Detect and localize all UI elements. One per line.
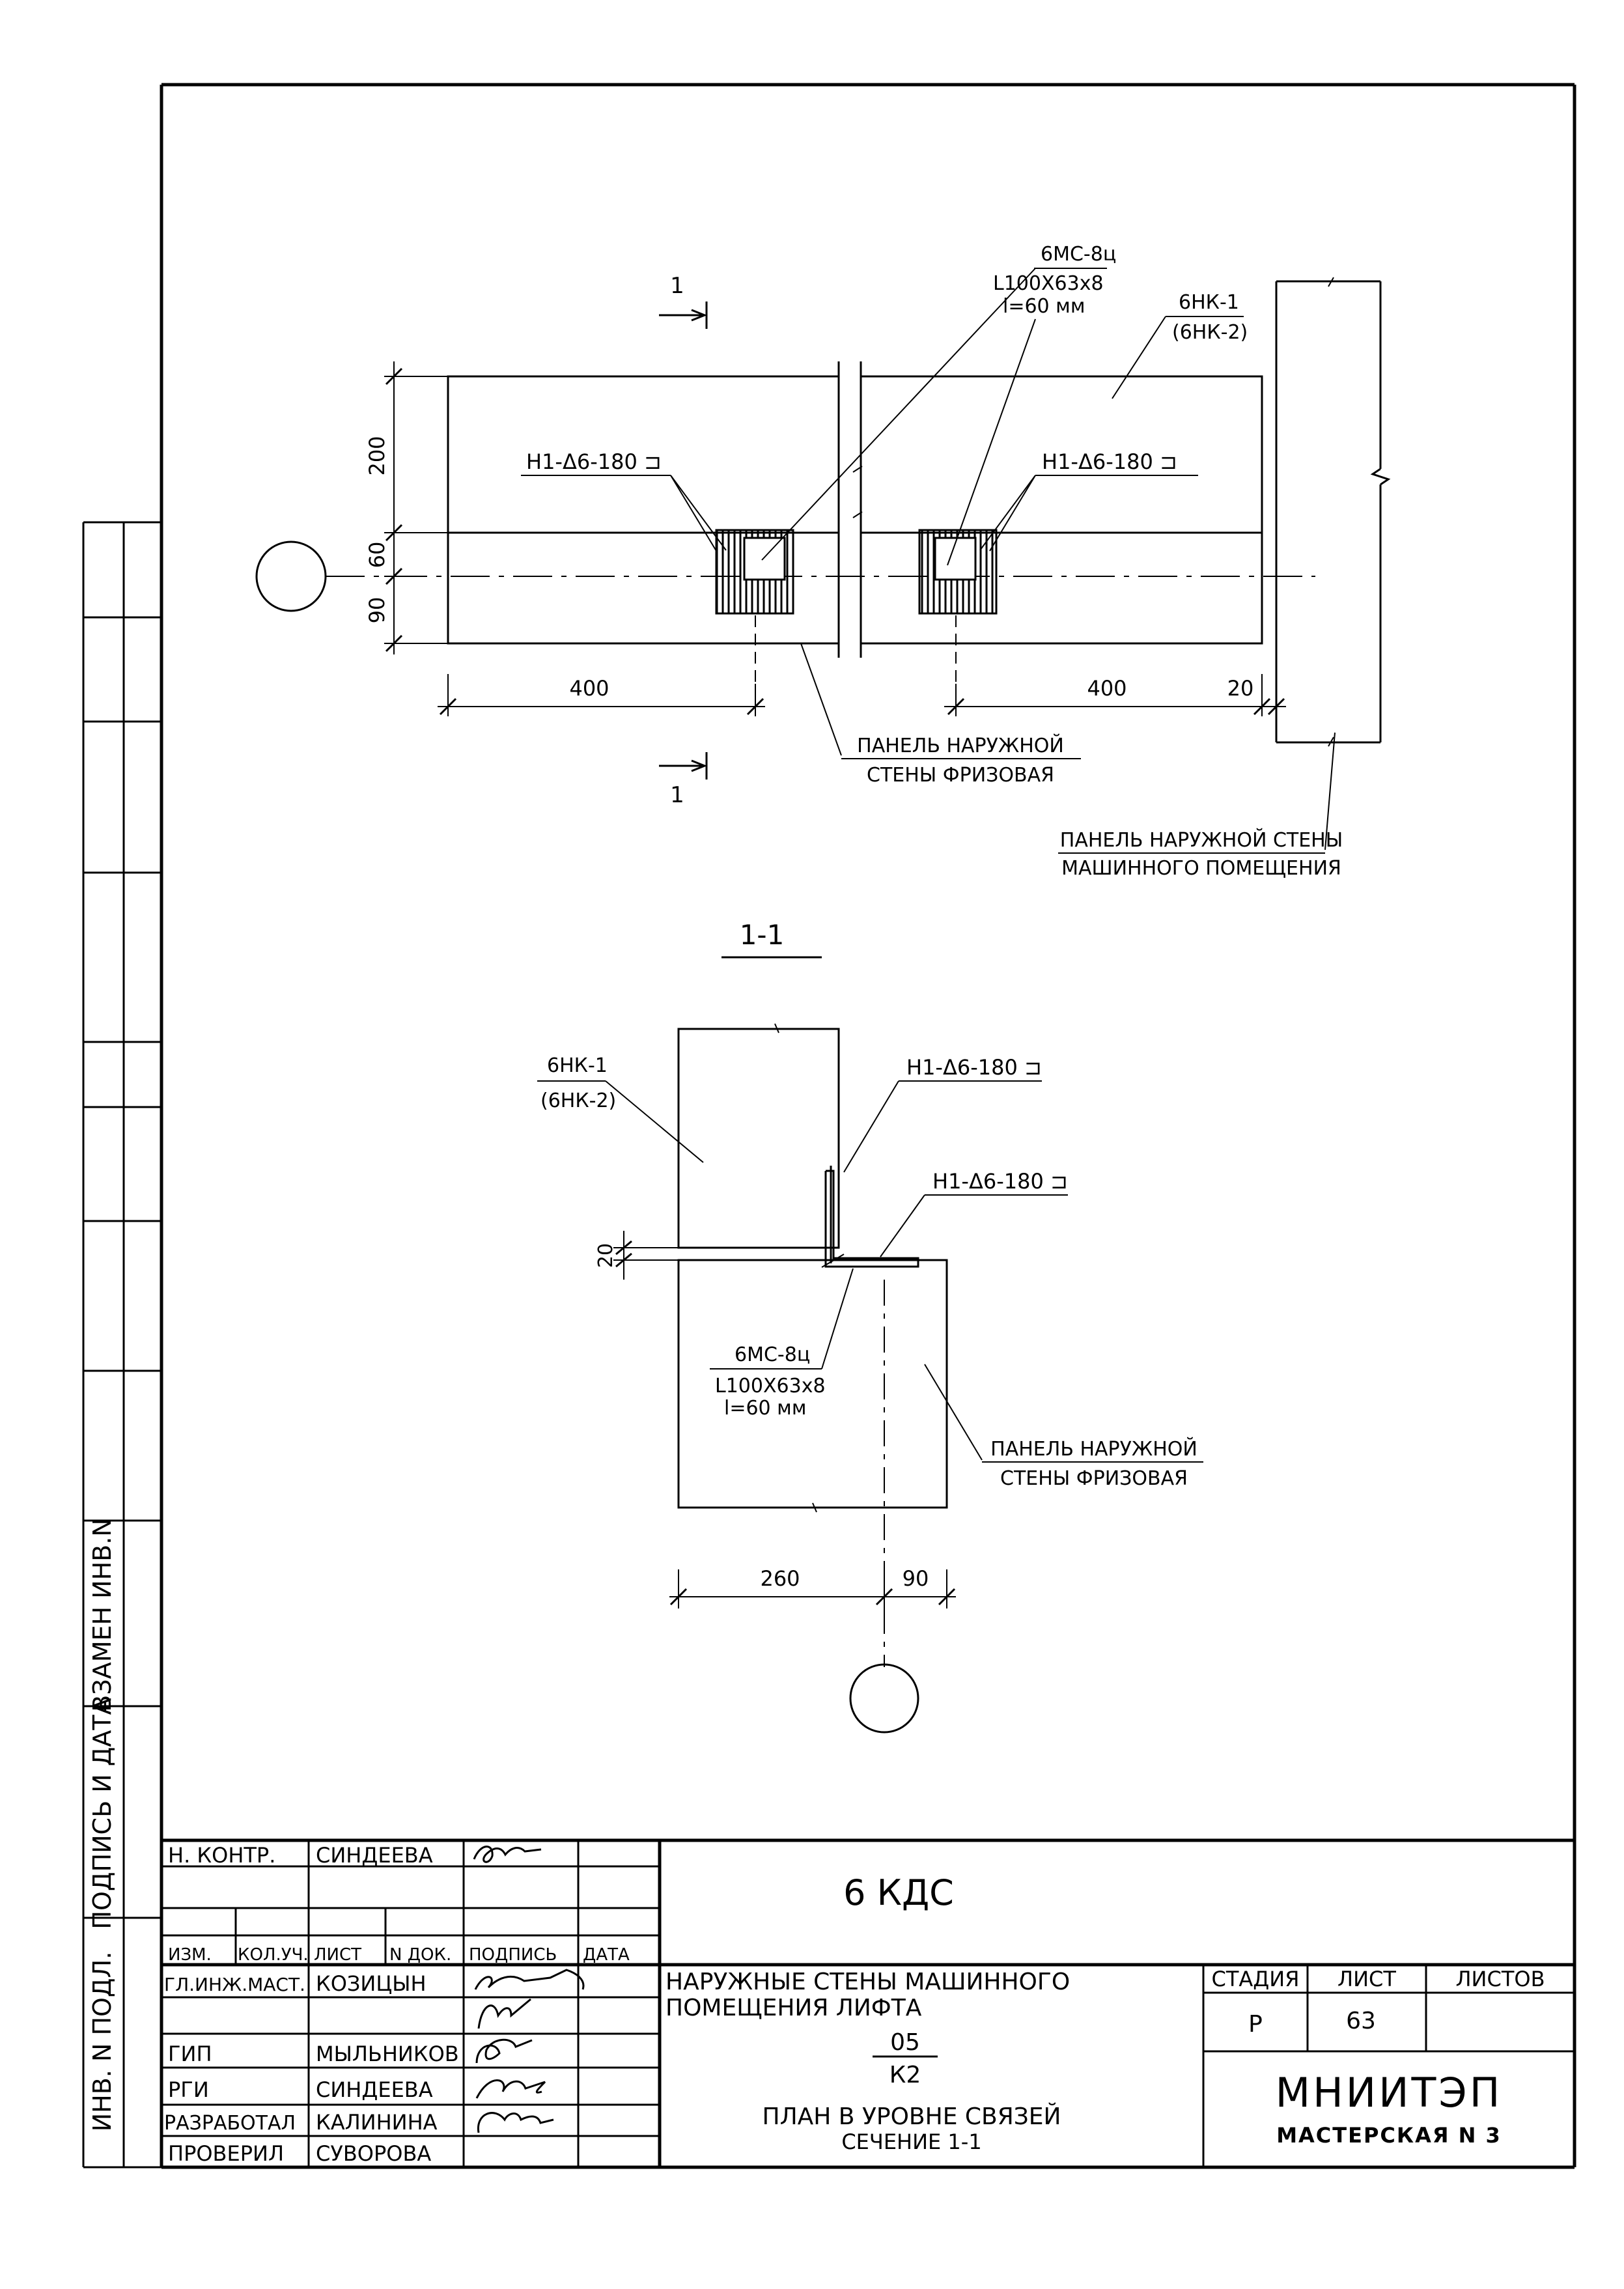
section-cut-bottom: 1 [659, 752, 708, 808]
tb-object-line1: НАРУЖНЫЕ СТЕНЫ МАШИННОГО [665, 1969, 1070, 1995]
tb-workshop: МАСТЕРСКАЯ N 3 [1276, 2123, 1502, 2148]
svg-text:1: 1 [670, 273, 684, 299]
tb-org: МНИИТЭП [1276, 2069, 1503, 2116]
svg-text:КОЗИЦЫН: КОЗИЦЫН [316, 1971, 427, 1996]
svg-text:МЫЛЬНИКОВ: МЫЛЬНИКОВ [316, 2042, 459, 2066]
svg-text:90: 90 [365, 597, 389, 624]
svg-text:400: 400 [569, 676, 609, 701]
side-stamp-inv: ИНВ. N ПОДЛ. [88, 1952, 117, 2132]
tb-sheet-title-line1: ПЛАН В УРОВНЕ СВЯЗЕЙ [763, 2103, 1061, 2130]
section-title: 1-1 [740, 919, 785, 951]
plan-panel-left [447, 375, 839, 645]
plan-axis-bubble [255, 541, 327, 612]
section-view: 1-1 Н1-Δ6-180 ⊐ Н1-Δ6-180 ⊐ [537, 919, 1203, 1734]
svg-text:l=60 мм: l=60 мм [1003, 295, 1085, 318]
tb-object-line2: ПОМЕЩЕНИЯ ЛИФТА [665, 1995, 922, 2021]
section-angle-steel [821, 1166, 919, 1268]
svg-text:L100X63x8: L100X63x8 [715, 1375, 826, 1397]
svg-text:ЛИСТОВ: ЛИСТОВ [1455, 1967, 1545, 1991]
tb-code: 6 КДС [843, 1872, 954, 1913]
svg-text:СТАДИЯ: СТАДИЯ [1212, 1967, 1300, 1991]
svg-text:(6НК-2): (6НК-2) [540, 1089, 616, 1112]
svg-text:ДАТА: ДАТА [583, 1945, 630, 1965]
plan-dim-horizontal: 400 400 20 [438, 674, 1286, 716]
svg-text:Н1-Δ6-180 ⊐: Н1-Δ6-180 ⊐ [1042, 449, 1177, 474]
svg-text:Н1-Δ6-180 ⊐: Н1-Δ6-180 ⊐ [932, 1169, 1068, 1194]
side-stamp: ВЗАМЕН ИНВ.N ПОДПИСЬ И ДАТА ИНВ. N ПОДЛ. [82, 521, 161, 2169]
svg-text:N ДОК.: N ДОК. [389, 1945, 451, 1965]
svg-text:МАШИННОГО ПОМЕЩЕНИЯ: МАШИННОГО ПОМЕЩЕНИЯ [1061, 857, 1341, 880]
tb-stage: Р [1248, 2011, 1263, 2038]
svg-text:СУВОРОВА: СУВОРОВА [316, 2141, 431, 2166]
plan-weld-left: Н1-Δ6-180 ⊐ [521, 449, 727, 552]
svg-text:ПАНЕЛЬ НАРУЖНОЙ: ПАНЕЛЬ НАРУЖНОЙ [857, 734, 1064, 757]
sheet-frame [160, 83, 1576, 2169]
plan-machine-room-panel [1275, 277, 1391, 747]
svg-text:l=60 мм: l=60 мм [724, 1397, 806, 1420]
svg-text:ПАНЕЛЬ НАРУЖНОЙ: ПАНЕЛЬ НАРУЖНОЙ [990, 1437, 1197, 1461]
tb-fraction-top: 05 [890, 2029, 920, 2056]
svg-text:ПРОВЕРИЛ: ПРОВЕРИЛ [168, 2141, 284, 2166]
svg-text:СТЕНЫ ФРИЗОВАЯ: СТЕНЫ ФРИЗОВАЯ [867, 764, 1054, 787]
tb-fraction-bottom: К2 [889, 2062, 921, 2088]
svg-text:20: 20 [1227, 676, 1254, 701]
section-weld-upper: Н1-Δ6-180 ⊐ [843, 1055, 1042, 1173]
plan-weld-right: Н1-Δ6-180 ⊐ [979, 449, 1198, 552]
section-dim-20: 20 [595, 1231, 679, 1280]
svg-text:6НК-1: 6НК-1 [547, 1054, 608, 1077]
svg-text:ЛИСТ: ЛИСТ [314, 1945, 361, 1965]
section-axis-bubble [849, 1663, 919, 1734]
svg-text:90: 90 [903, 1566, 929, 1591]
plan-panel-right [861, 375, 1263, 645]
section-callout-angle: 6МС-8ц L100X63x8 l=60 мм [710, 1268, 854, 1420]
svg-text:400: 400 [1087, 676, 1127, 701]
svg-text:Н1-Δ6-180 ⊐: Н1-Δ6-180 ⊐ [526, 449, 662, 474]
side-stamp-podpis: ПОДПИСЬ И ДАТА [88, 1698, 117, 1929]
tb-n-kontr-name: СИНДЕЕВА [316, 1843, 433, 1868]
svg-text:ГЛ.ИНЖ.МАСТ.: ГЛ.ИНЖ.МАСТ. [164, 1974, 305, 1995]
section-panel-lower [677, 1259, 948, 1509]
svg-text:КАЛИНИНА: КАЛИНИНА [316, 2110, 438, 2135]
svg-text:20: 20 [595, 1243, 617, 1268]
plan-label-machine-room: ПАНЕЛЬ НАРУЖНОЙ СТЕНЫ МАШИННОГО ПОМЕЩЕНИ… [1058, 732, 1343, 880]
svg-text:ПАНЕЛЬ НАРУЖНОЙ СТЕНЫ: ПАНЕЛЬ НАРУЖНОЙ СТЕНЫ [1060, 828, 1343, 852]
section-weld-lower: Н1-Δ6-180 ⊐ [880, 1169, 1068, 1257]
svg-text:Н1-Δ6-180 ⊐: Н1-Δ6-180 ⊐ [906, 1055, 1042, 1080]
svg-text:РАЗРАБОТАЛ: РАЗРАБОТАЛ [164, 2112, 296, 2135]
svg-text:РГИ: РГИ [168, 2077, 209, 2102]
tb-sheet-title-line2: СЕЧЕНИЕ 1-1 [841, 2129, 981, 2154]
plan-callout-angle: 6МС-8ц L100X63x8 l=60 мм [761, 243, 1116, 566]
svg-text:ЛИСТ: ЛИСТ [1337, 1967, 1396, 1991]
plan-view: 1 1 200 60 90 [255, 243, 1391, 880]
svg-text:200: 200 [365, 436, 389, 475]
section-callout-panel-mark: 6НК-1 (6НК-2) [537, 1054, 704, 1163]
plan-label-frieze: ПАНЕЛЬ НАРУЖНОЙ СТЕНЫ ФРИЗОВАЯ [800, 643, 1081, 787]
svg-text:(6НК-2): (6НК-2) [1172, 321, 1248, 344]
svg-text:СТЕНЫ ФРИЗОВАЯ: СТЕНЫ ФРИЗОВАЯ [1000, 1467, 1188, 1490]
svg-text:КОЛ.УЧ.: КОЛ.УЧ. [238, 1945, 309, 1965]
section-dim-bottom: 260 90 [669, 1566, 956, 1608]
tb-signatures [473, 1846, 585, 2133]
svg-text:L100X63x8: L100X63x8 [993, 272, 1104, 295]
svg-text:ПОДПИСЬ: ПОДПИСЬ [469, 1945, 557, 1965]
svg-text:СИНДЕЕВА: СИНДЕЕВА [316, 2077, 433, 2102]
title-block: Н. КОНТР. СИНДЕЕВА ИЗМ. КОЛ.УЧ. ЛИСТ N Д… [161, 1838, 1575, 2167]
svg-text:ГИП: ГИП [168, 2042, 212, 2066]
svg-text:6МС-8ц: 6МС-8ц [1041, 243, 1116, 266]
plan-dim-vertical: 200 60 90 [365, 361, 448, 654]
section-cut-top: 1 [659, 273, 708, 329]
section-label-frieze: ПАНЕЛЬ НАРУЖНОЙ СТЕНЫ ФРИЗОВАЯ [924, 1364, 1203, 1490]
svg-text:6НК-1: 6НК-1 [1179, 291, 1239, 314]
svg-text:ИЗМ.: ИЗМ. [168, 1945, 212, 1965]
svg-text:1: 1 [670, 782, 684, 808]
plan-callout-panel-mark: 6НК-1 (6НК-2) [1112, 291, 1248, 399]
section-panel-upper [677, 1028, 840, 1249]
tb-sheet: 63 [1346, 2008, 1376, 2034]
tb-n-kontr-label: Н. КОНТР. [168, 1843, 275, 1868]
svg-text:260: 260 [760, 1566, 800, 1591]
svg-text:6МС-8ц: 6МС-8ц [735, 1343, 810, 1366]
side-stamp-vzamen: ВЗАМЕН ИНВ.N [88, 1518, 117, 1711]
svg-text:60: 60 [365, 542, 389, 569]
